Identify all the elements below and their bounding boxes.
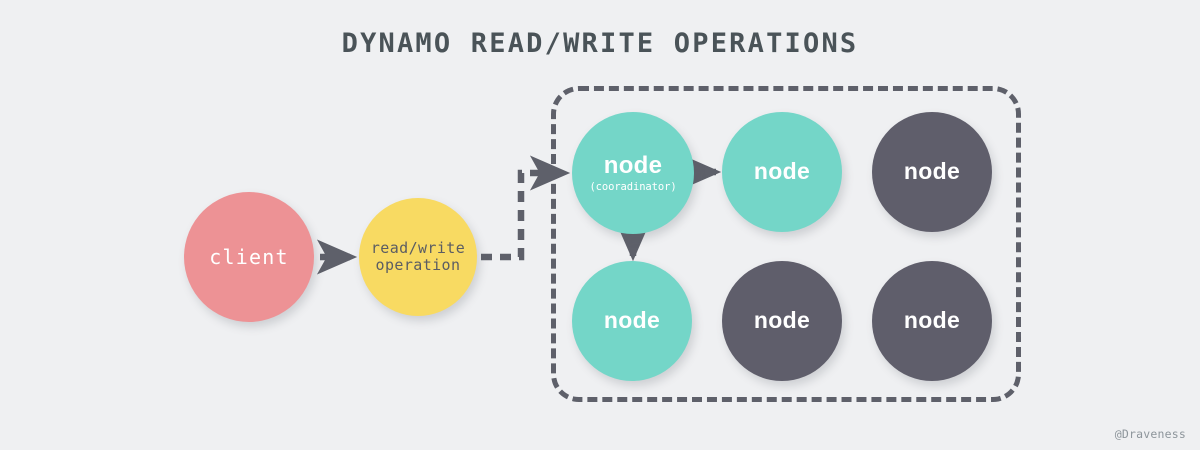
operation-label-line1: read/write	[370, 239, 466, 258]
cluster-boundary	[551, 86, 1021, 402]
cluster-node-sublabel: (cooradinator)	[589, 181, 677, 194]
operation-label-line2: operation	[375, 256, 461, 274]
page-title: DYNAMO READ/WRITE OPERATIONS	[341, 28, 859, 59]
cluster-node-label: node	[903, 307, 961, 334]
cluster-node-r1c3[interactable]: node	[872, 112, 992, 232]
client-label: client	[209, 244, 289, 269]
cluster-node-r2c3[interactable]: node	[872, 261, 992, 381]
cluster-node-label: node	[903, 158, 961, 185]
cluster-node-coordinator[interactable]: node (cooradinator)	[572, 112, 694, 234]
operation-node[interactable]: read/write operation	[359, 198, 477, 316]
cluster-node-label: node	[603, 151, 663, 179]
watermark: @Draveness	[1114, 427, 1186, 441]
cluster-node-label: node	[753, 307, 811, 334]
cluster-node-label: node	[753, 158, 811, 185]
client-node[interactable]: client	[184, 192, 314, 322]
cluster-node-label: node	[603, 307, 661, 334]
connector-operation-to-coordinator	[481, 155, 571, 261]
cluster-node-r1c2[interactable]: node	[722, 112, 842, 232]
cluster-node-r2c1[interactable]: node	[572, 261, 692, 381]
cluster-node-r2c2[interactable]: node	[722, 261, 842, 381]
